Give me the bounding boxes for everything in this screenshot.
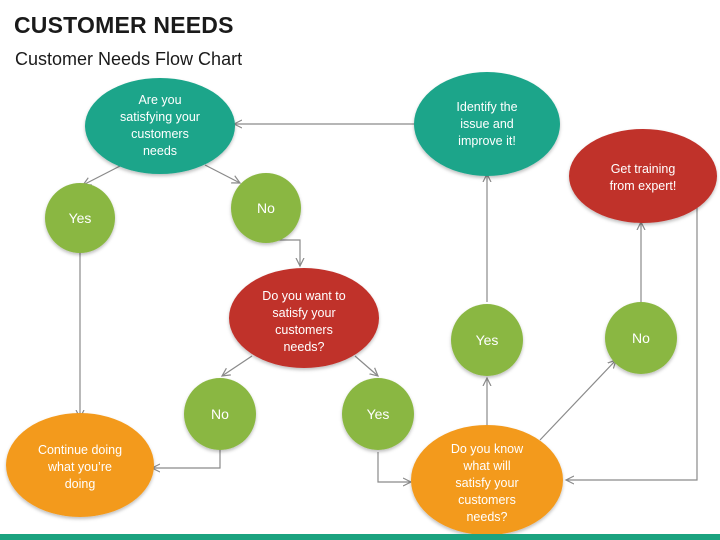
node-no-right-label: No	[632, 330, 650, 346]
node-no-mid: No	[184, 378, 256, 450]
connector-question-to-no	[204, 164, 240, 183]
node-get-training-label: Get training from expert!	[610, 162, 677, 193]
node-do-you-want-label-line-3: customers	[275, 323, 333, 337]
node-yes-left-label: Yes	[69, 210, 92, 226]
node-are-you-satisfying-label-line-1: Are you	[138, 93, 181, 107]
node-continue-doing-label-line-2: what you’re	[47, 460, 112, 474]
node-do-you-know-label-line-4: customers	[458, 493, 516, 507]
node-are-you-satisfying-label-line-4: needs	[143, 144, 177, 158]
node-continue-doing-label: Continue doing what you’re doing	[38, 443, 122, 491]
node-do-you-know-label-line-2: what will	[462, 459, 510, 473]
node-are-you-satisfying: Are you satisfying your customers needs	[85, 78, 235, 174]
node-do-you-want-label: Do you want to satisfy your customers needs…	[262, 289, 345, 354]
node-do-you-know-label: Do you know what will satisfy your customer…	[451, 442, 524, 524]
node-no-mid-label: No	[211, 406, 229, 422]
node-are-you-satisfying-label-line-2: satisfying your	[120, 110, 200, 124]
connector-no-to-want	[266, 239, 300, 266]
node-get-training-label-line-1: Get training	[611, 162, 676, 176]
node-identify-issue: Identify the issue and improve it!	[414, 72, 560, 176]
node-identify-issue-label-line-2: issue and	[460, 117, 514, 131]
connector-know-to-no	[539, 360, 616, 441]
node-no-mid-label-line-1: No	[211, 406, 229, 422]
node-get-training: Get training from expert!	[569, 129, 717, 223]
node-identify-issue-label: Identify the issue and improve it!	[456, 100, 517, 148]
node-no-top-label: No	[257, 200, 275, 216]
node-are-you-satisfying-label: Are you satisfying your customers needs	[120, 93, 200, 158]
node-do-you-want: Do you want to satisfy your customers needs…	[229, 268, 379, 368]
node-yes-right-label-line-1: Yes	[476, 332, 499, 348]
node-no-right-label-line-1: No	[632, 330, 650, 346]
footer-accent-bar	[0, 534, 720, 540]
node-do-you-know-label-line-1: Do you know	[451, 442, 524, 456]
node-yes-right: Yes	[451, 304, 523, 376]
node-no-top: No	[231, 173, 301, 243]
node-continue-doing-label-line-1: Continue doing	[38, 443, 122, 457]
node-do-you-want-label-line-2: satisfy your	[272, 306, 335, 320]
node-do-you-want-label-line-4: needs?	[283, 340, 324, 354]
node-identify-issue-label-line-3: improve it!	[458, 134, 516, 148]
page-title: CUSTOMER NEEDS	[14, 12, 234, 38]
node-no-right: No	[605, 302, 677, 374]
node-get-training-label-line-2: from expert!	[610, 179, 677, 193]
node-do-you-know-label-line-5: needs?	[466, 510, 507, 524]
node-yes-mid: Yes	[342, 378, 414, 450]
node-do-you-know-label-line-3: satisfy your	[455, 476, 518, 490]
connectors	[80, 124, 698, 482]
node-identify-issue-label-line-1: Identify the	[456, 100, 517, 114]
node-do-you-know: Do you know what will satisfy your customer…	[411, 425, 563, 535]
node-yes-mid-label: Yes	[367, 406, 390, 422]
connector-yes-to-know	[377, 452, 411, 482]
node-yes-left-label-line-1: Yes	[69, 210, 92, 226]
node-continue-doing: Continue doing what you’re doing	[6, 413, 154, 517]
page-subtitle: Customer Needs Flow Chart	[15, 49, 243, 69]
node-do-you-want-label-line-1: Do you want to	[262, 289, 345, 303]
connector-want-to-yes	[354, 355, 378, 376]
node-are-you-satisfying-label-line-3: customers	[131, 127, 189, 141]
node-yes-left: Yes	[45, 183, 115, 253]
connector-want-to-no	[222, 355, 253, 376]
connector-question-to-yes	[83, 164, 123, 185]
node-yes-mid-label-line-1: Yes	[367, 406, 390, 422]
node-no-top-label-line-1: No	[257, 200, 275, 216]
node-yes-right-label: Yes	[476, 332, 499, 348]
node-continue-doing-label-line-3: doing	[65, 477, 96, 491]
connector-no-to-continue	[152, 450, 221, 468]
